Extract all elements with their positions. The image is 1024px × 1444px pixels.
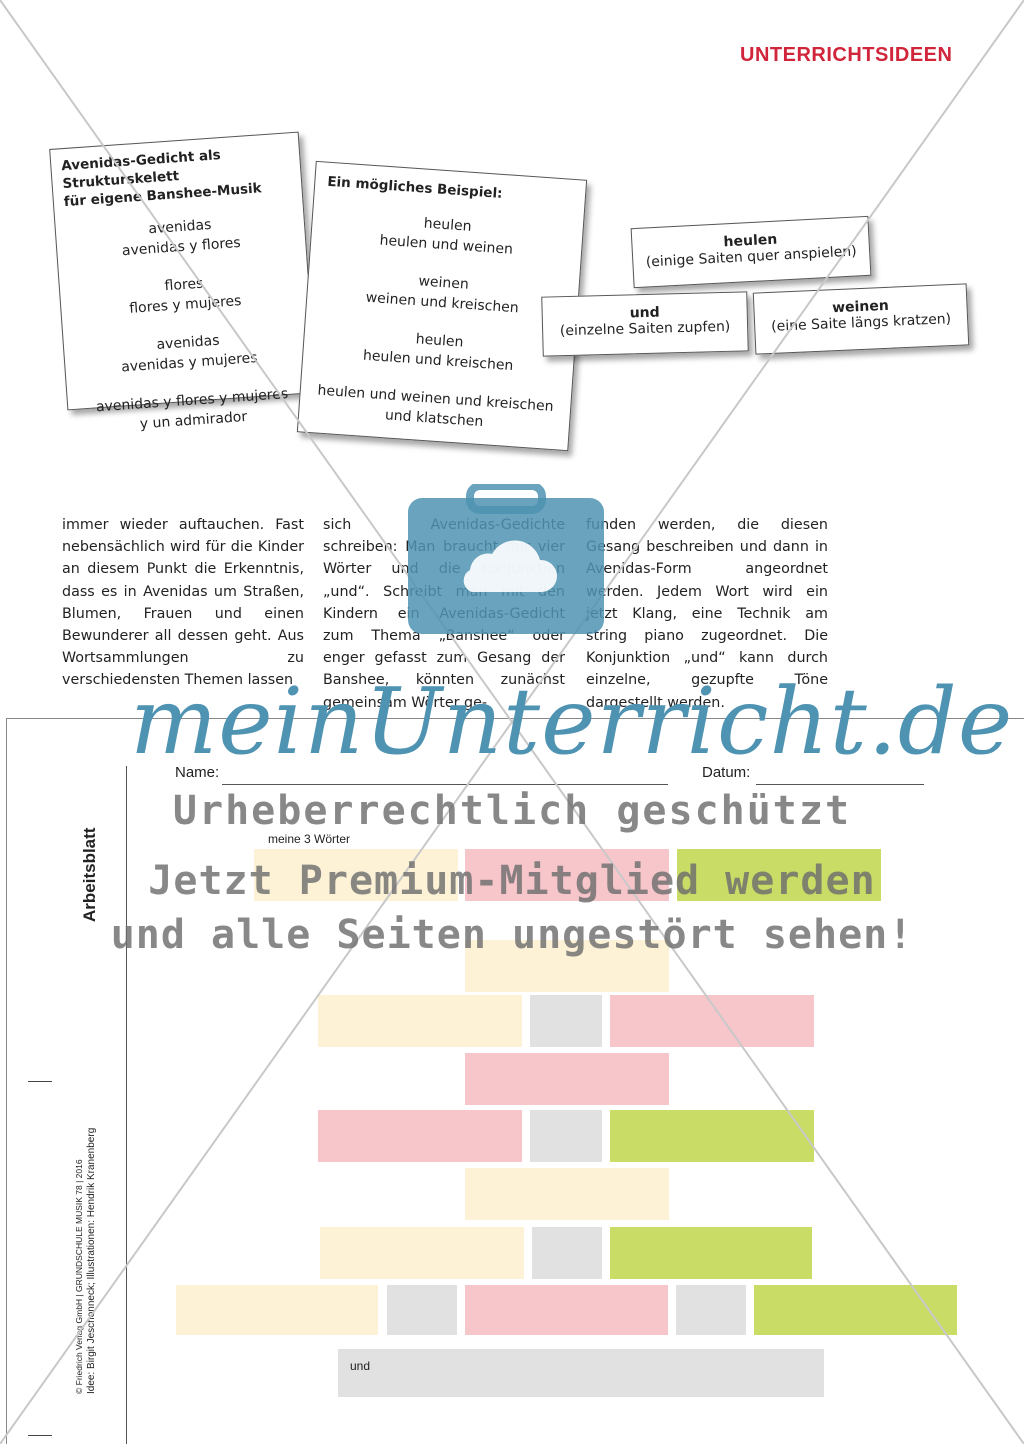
poem-box[interactable] bbox=[465, 1168, 669, 1220]
poem-box[interactable] bbox=[465, 1285, 668, 1335]
poem-box[interactable] bbox=[465, 1053, 669, 1105]
poem-card-structure: Avenidas-Gedicht als Strukturskelett für… bbox=[49, 131, 317, 432]
poem-box[interactable] bbox=[610, 995, 814, 1047]
watermark-line-1: Urheberrechtlich geschützt bbox=[172, 788, 852, 834]
credit-line-1: © Friedrich Verlag GmbH | GRUNDSCHULE MU… bbox=[74, 1159, 84, 1394]
und-box[interactable] bbox=[532, 1227, 602, 1279]
watermark-logo: meinUnterricht.de bbox=[130, 668, 1014, 775]
watermark-line-2: Jetzt Premium-Mitglied werden bbox=[148, 858, 876, 904]
poem-box[interactable] bbox=[320, 1227, 524, 1279]
margin-mark bbox=[28, 1435, 52, 1436]
watermark-line-3: und alle Seiten ungestört sehen! bbox=[110, 912, 914, 958]
margin-mark bbox=[28, 1081, 52, 1082]
poem-box[interactable] bbox=[610, 1227, 812, 1279]
final-und-box[interactable]: und bbox=[338, 1349, 824, 1397]
body-text-column-1: immer wieder auftauchen. Fast nebensächl… bbox=[62, 517, 304, 689]
briefcase-cloud-icon bbox=[408, 484, 604, 634]
und-box[interactable] bbox=[676, 1285, 746, 1335]
word-card-heulen: heulen (einige Saiten quer anspielen) bbox=[630, 215, 872, 289]
section-title: UNTERRICHTSIDEEN bbox=[740, 44, 953, 66]
poem-box[interactable] bbox=[176, 1285, 378, 1335]
word-card-weinen: weinen (eine Saite längs kratzen) bbox=[752, 283, 970, 355]
credit-line-2: Idee: Birgit Jeschonneck; Illustrationen… bbox=[86, 1127, 97, 1394]
poem-box[interactable] bbox=[318, 995, 522, 1047]
date-field[interactable] bbox=[756, 784, 924, 785]
poem-box[interactable] bbox=[754, 1285, 957, 1335]
card-title: Ein mögliches Beispiel: bbox=[326, 173, 504, 202]
poem-box[interactable] bbox=[610, 1110, 814, 1162]
words-label: meine 3 Wörter bbox=[268, 832, 351, 846]
poem-box[interactable] bbox=[318, 1110, 522, 1162]
word-card-und: und (einzelne Saiten zupfen) bbox=[541, 291, 749, 357]
und-box[interactable] bbox=[530, 995, 602, 1047]
name-field[interactable] bbox=[222, 784, 668, 785]
und-label: und bbox=[350, 1359, 371, 1373]
und-box[interactable] bbox=[387, 1285, 457, 1335]
und-box[interactable] bbox=[530, 1110, 602, 1162]
